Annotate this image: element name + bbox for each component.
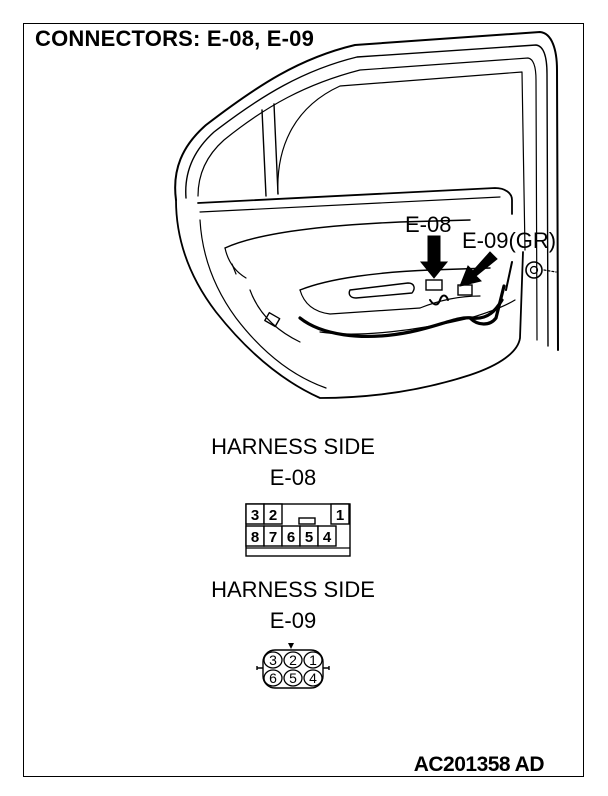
e09-connector-face: 3 2 1 6 5 4 — [256, 643, 330, 689]
e08-harness-heading: HARNESS SIDE — [211, 434, 375, 459]
e09-pin-1: 1 — [309, 652, 317, 668]
e08-connector-id: E-08 — [269, 465, 317, 490]
e08-pin-8: 8 — [251, 529, 259, 546]
e08-pin-7: 7 — [269, 529, 277, 546]
e09-connector-id: E-09 — [269, 608, 317, 633]
e09-pin-5: 5 — [289, 670, 297, 686]
diagram-title: CONNECTORS: E-08, E-09 — [35, 26, 315, 51]
e08-pin-5: 5 — [305, 529, 313, 546]
e09-harness-heading: HARNESS SIDE — [211, 577, 375, 602]
e08-pin-6: 6 — [287, 529, 295, 546]
figure-code: AC201358 AD — [413, 753, 545, 776]
e09-pin-6: 6 — [269, 670, 277, 686]
e08-pin-1: 1 — [336, 507, 344, 524]
e09-pin-2: 2 — [289, 652, 297, 668]
e08-pin-2: 2 — [269, 507, 277, 524]
callout-e08-label: E-08 — [405, 212, 452, 237]
e08-connector-face: 3 2 1 8 7 6 5 4 — [245, 503, 351, 557]
diagram-frame — [23, 23, 584, 777]
e08-pin-3: 3 — [251, 507, 259, 524]
e09-pin-4: 4 — [309, 670, 317, 686]
callout-e09-label: E-09(GR) — [462, 228, 557, 253]
e08-pin-4: 4 — [323, 529, 332, 546]
e09-pin-3: 3 — [269, 652, 277, 668]
